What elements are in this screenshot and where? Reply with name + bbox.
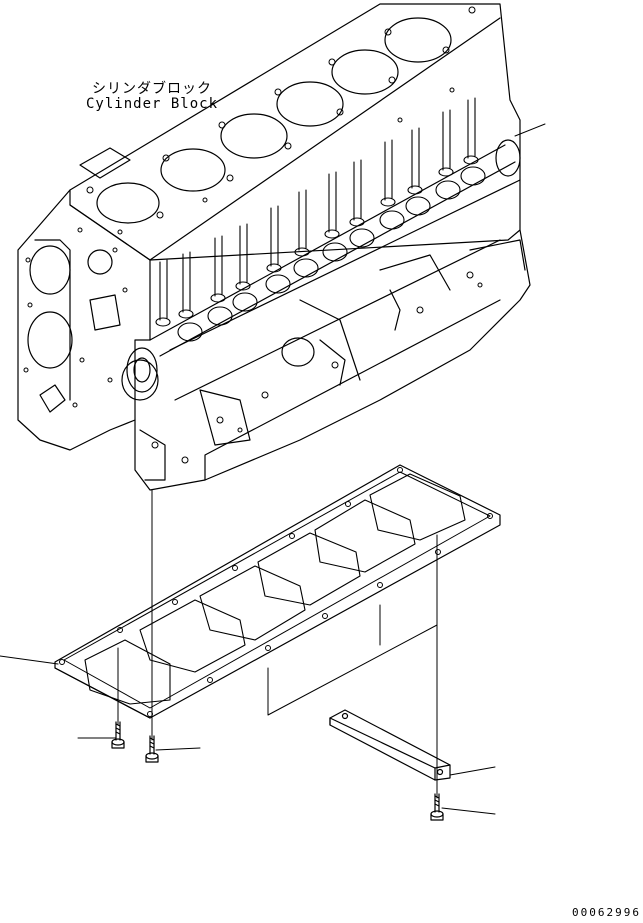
cylinder-bores — [97, 18, 451, 223]
stiffener-bar-icon — [330, 710, 450, 780]
leader-lines — [0, 124, 545, 814]
part-label-english: Cylinder Block — [86, 96, 219, 112]
part-label-japanese: シリンダブロック — [92, 81, 212, 97]
bolt-icon — [112, 722, 443, 820]
gasket-plate-icon — [55, 465, 500, 718]
cylinder-block-icon — [18, 4, 530, 490]
drawing-number: 00062996 — [572, 906, 641, 919]
camshaft-icon — [127, 98, 520, 392]
